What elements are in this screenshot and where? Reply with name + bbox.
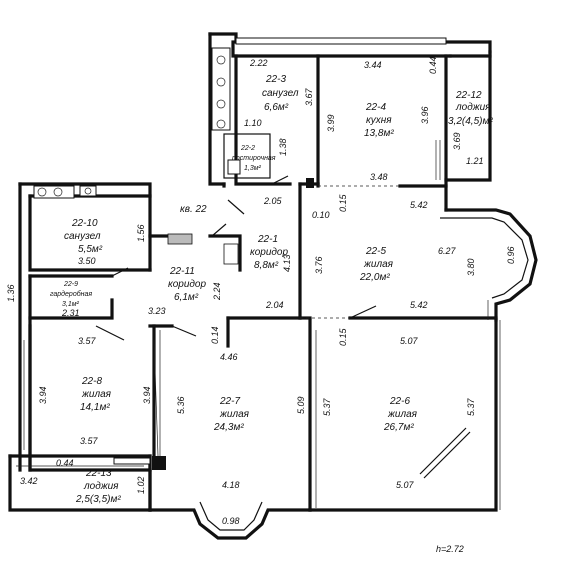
dim-label: 1.38 bbox=[278, 138, 288, 156]
dim-label: 3.69 bbox=[452, 132, 462, 150]
dim-label: 3.67 bbox=[304, 87, 314, 106]
dim-label: 5.09 bbox=[296, 396, 306, 414]
dim-label: 3.99 bbox=[326, 114, 336, 132]
dim-label: 2.22 bbox=[249, 58, 268, 68]
dim-label: 5.07 bbox=[396, 480, 415, 490]
dim-label: 5.42 bbox=[410, 200, 428, 210]
dim-label: 0.15 bbox=[338, 327, 348, 346]
dim-label: 0.10 bbox=[312, 210, 330, 220]
dim-label: 5.37 bbox=[466, 397, 476, 416]
room-22-13-name: лоджия bbox=[83, 481, 119, 492]
dim-label: 0.98 bbox=[222, 516, 240, 526]
room-22-11-id: 22-11 bbox=[169, 266, 195, 277]
dim-label: 5.07 bbox=[400, 336, 419, 346]
dim-label: 3.80 bbox=[466, 258, 476, 276]
room-22-7-name: жилая bbox=[219, 409, 250, 420]
dim-label: 4.13 bbox=[282, 254, 292, 272]
room-22-13-area: 2,5(3,5)м² bbox=[75, 494, 121, 505]
dim-label: 4.46 bbox=[220, 352, 238, 362]
dim-label: 0.96 bbox=[506, 246, 516, 264]
dim-label: 3.76 bbox=[314, 256, 324, 274]
room-22-12-name: лоджия bbox=[455, 102, 491, 113]
room-22-4-id: 22-4 bbox=[365, 102, 386, 113]
dim-label: 3.94 bbox=[38, 386, 48, 404]
dim-label: 3.94 bbox=[142, 386, 152, 404]
dim-label: 5.37 bbox=[322, 397, 332, 416]
room-22-7-area: 24,3м² bbox=[213, 422, 244, 433]
room-22-5-id: 22-5 bbox=[365, 246, 386, 257]
dim-label: 0.14 bbox=[210, 326, 220, 344]
dim-label: 1.10 bbox=[244, 118, 262, 128]
room-22-9-area: 3,1м² bbox=[62, 301, 80, 308]
dim-label: 0.15 bbox=[338, 193, 348, 212]
room-22-6-id: 22-6 bbox=[389, 396, 410, 407]
room-22-9-name: гардеробная bbox=[50, 290, 92, 298]
dim-label: 3.48 bbox=[370, 172, 388, 182]
apartment-label: кв. 22 bbox=[180, 204, 207, 215]
room-22-3-area: 6,6м² bbox=[264, 102, 289, 113]
room-22-11-name: коридор bbox=[168, 279, 206, 290]
room-22-2-name: постирочная bbox=[232, 155, 276, 162]
room-22-3-id: 22-3 bbox=[265, 74, 286, 85]
ceiling-height-note: h=2.72 bbox=[436, 544, 464, 554]
dim-label: 5.42 bbox=[410, 300, 428, 310]
dim-label: 3.23 bbox=[148, 306, 166, 316]
dim-label: 1.02 bbox=[136, 476, 146, 494]
dim-label: 3.57 bbox=[78, 336, 97, 346]
room-22-12-area: 3,2(4,5)м² bbox=[448, 116, 493, 127]
dim-label: 1.36 bbox=[6, 284, 16, 302]
room-22-2-area: 1,3м² bbox=[244, 165, 262, 172]
dim-label: 3.42 bbox=[20, 476, 38, 486]
room-22-1-name: коридор bbox=[250, 247, 288, 258]
dim-label: 1.56 bbox=[136, 224, 146, 242]
room-22-12-id: 22-12 bbox=[455, 90, 482, 101]
dim-label: 0.44 bbox=[428, 56, 438, 74]
room-22-4-area: 13,8м² bbox=[364, 128, 394, 139]
dim-label: 2.05 bbox=[263, 196, 283, 206]
dim-label: 2.04 bbox=[265, 300, 284, 310]
room-22-5-area: 22,0м² bbox=[359, 272, 390, 283]
dim-label: 3.44 bbox=[364, 60, 382, 70]
dimensions: 2.22 3.44 0.44 3.67 3.99 3.96 1.10 1.38 … bbox=[6, 56, 516, 526]
room-22-10-area: 5,5м² bbox=[78, 244, 103, 255]
room-22-13-id: 22-13 bbox=[85, 468, 112, 479]
room-22-10-id: 22-10 bbox=[71, 218, 98, 229]
dim-label: 2.24 bbox=[212, 282, 222, 301]
room-22-4-name: кухня bbox=[366, 115, 392, 126]
room-22-11-area: 6,1м² bbox=[174, 292, 199, 303]
dim-label: 4.18 bbox=[222, 480, 240, 490]
dim-label: 6.27 bbox=[438, 246, 457, 256]
room-22-1-area: 8,8м² bbox=[254, 260, 279, 271]
dim-label: 5.36 bbox=[176, 396, 186, 414]
room-22-7-id: 22-7 bbox=[219, 396, 240, 407]
room-22-8-name: жилая bbox=[81, 389, 112, 400]
details bbox=[16, 37, 501, 510]
dim-label: 0.44 bbox=[56, 458, 74, 468]
dim-label: 3.50 bbox=[78, 256, 96, 266]
walls bbox=[8, 32, 538, 540]
dim-label: 3.57 bbox=[80, 436, 99, 446]
room-22-1-id: 22-1 bbox=[257, 234, 278, 245]
room-22-8-id: 22-8 bbox=[81, 376, 102, 387]
dim-label: 3.96 bbox=[420, 106, 430, 124]
dim-label: 1.21 bbox=[466, 156, 484, 166]
room-22-3-name: санузел bbox=[262, 88, 299, 99]
room-22-10-name: санузел bbox=[64, 231, 101, 242]
room-labels: 22-3 санузел 6,6м² 22-4 кухня 13,8м² 22-… bbox=[50, 74, 493, 505]
room-22-9-id: 22-9 bbox=[63, 281, 78, 288]
dim-label: 2.31 bbox=[61, 308, 80, 318]
room-22-6-name: жилая bbox=[387, 409, 418, 420]
room-22-6-area: 26,7м² bbox=[383, 422, 414, 433]
room-22-2-id: 22-2 bbox=[240, 145, 255, 152]
room-22-8-area: 14,1м² bbox=[80, 402, 110, 413]
room-22-5-name: жилая bbox=[363, 259, 394, 270]
